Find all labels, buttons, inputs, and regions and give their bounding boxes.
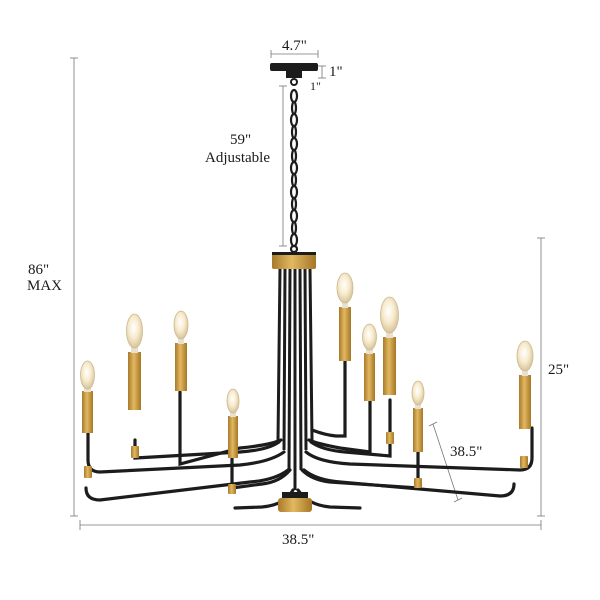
canopy-height-inner-label: 1" — [310, 79, 321, 93]
bulb — [173, 310, 189, 391]
dimension-lines — [70, 50, 545, 530]
bulb — [336, 272, 354, 361]
stem-rods — [276, 268, 314, 490]
max-height-label: 86" — [28, 262, 50, 278]
canopy-width-label: 4.7" — [282, 38, 307, 54]
arms — [84, 358, 534, 510]
max-label: MAX — [27, 278, 63, 294]
bulb — [380, 296, 399, 395]
bulb — [126, 313, 143, 410]
top-cap — [272, 252, 316, 269]
arm-collars — [84, 432, 528, 494]
bulb — [516, 340, 534, 429]
chain-adjustable-label: Adjustable — [205, 150, 270, 166]
fixture-depth-label: 38.5" — [450, 444, 483, 460]
chain-length-label: 59" — [230, 132, 252, 148]
fixture-height-label: 25" — [548, 362, 570, 378]
bulb — [226, 388, 240, 458]
bulb — [80, 360, 95, 433]
bulbs — [80, 272, 534, 458]
chain — [289, 88, 299, 254]
bulb — [411, 380, 425, 452]
canopy-height-label: 1" — [329, 64, 343, 80]
canopy — [270, 63, 318, 86]
bulb — [362, 323, 377, 401]
fixture-width-label: 38.5" — [282, 532, 315, 548]
bottom-finial — [278, 492, 312, 512]
